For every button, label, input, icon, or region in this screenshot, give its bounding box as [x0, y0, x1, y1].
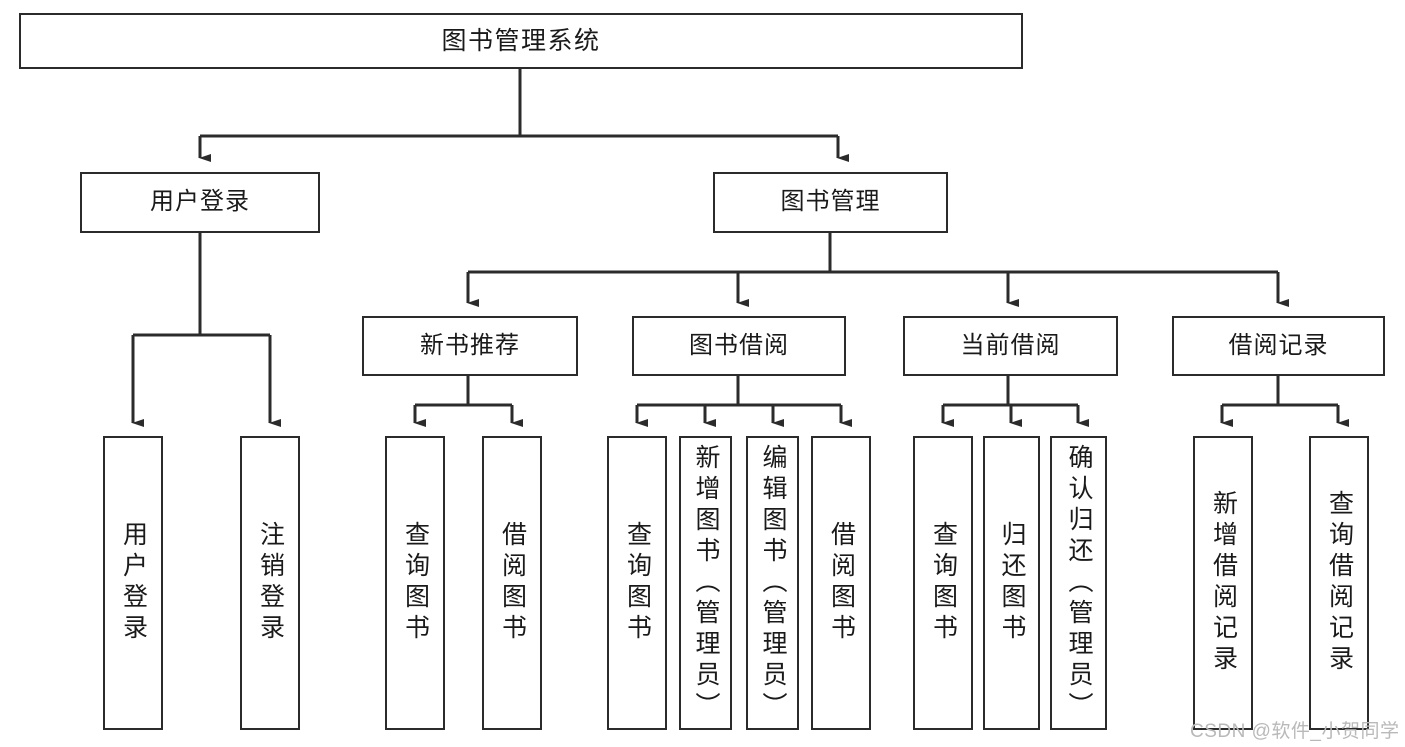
leaf-logout[interactable]: 注销登录 [240, 436, 300, 730]
watermark-text: CSDN @软件_小贺同学 [1190, 721, 1400, 742]
leaf-query-book-borrow-label: 查询图书 [623, 521, 652, 645]
leaf-add-borrow-record-label: 新增借阅记录 [1209, 490, 1238, 676]
node-current-borrow[interactable]: 当前借阅 [903, 316, 1118, 376]
leaf-confirm-return-admin[interactable]: 确认归还（管理员） [1050, 436, 1107, 730]
leaf-return-book[interactable]: 归还图书 [983, 436, 1040, 730]
leaf-borrow-book[interactable]: 借阅图书 [811, 436, 871, 730]
node-borrow-record-label: 借阅记录 [1228, 331, 1329, 359]
node-root-system[interactable]: 图书管理系统 [19, 13, 1023, 69]
leaf-user-login-label: 用户登录 [119, 521, 148, 645]
leaf-borrow-book-recommend-label: 借阅图书 [498, 521, 527, 645]
leaf-edit-book-admin-label: 编辑图书（管理员） [759, 444, 787, 723]
node-book-borrow[interactable]: 图书借阅 [632, 316, 846, 376]
node-root-system-label: 图书管理系统 [441, 27, 601, 55]
leaf-add-book-admin-label: 新增图书（管理员） [692, 444, 720, 723]
leaf-return-book-label: 归还图书 [998, 521, 1026, 645]
leaf-logout-label: 注销登录 [256, 521, 285, 645]
leaf-borrow-book-recommend[interactable]: 借阅图书 [482, 436, 542, 730]
node-user-login[interactable]: 用户登录 [80, 172, 320, 233]
leaf-borrow-book-label: 借阅图书 [827, 521, 856, 645]
leaf-user-login[interactable]: 用户登录 [103, 436, 163, 730]
node-new-book-recommend[interactable]: 新书推荐 [362, 316, 578, 376]
node-book-management-label: 图书管理 [780, 188, 881, 216]
node-new-book-recommend-label: 新书推荐 [420, 331, 520, 359]
node-user-login-label: 用户登录 [150, 188, 250, 216]
node-borrow-record[interactable]: 借阅记录 [1172, 316, 1385, 376]
leaf-query-borrow-record-label: 查询借阅记录 [1325, 490, 1354, 676]
leaf-query-book-recommend[interactable]: 查询图书 [385, 436, 445, 730]
leaf-confirm-return-admin-label: 确认归还（管理员） [1065, 444, 1093, 723]
leaf-query-book-recommend-label: 查询图书 [401, 521, 430, 645]
leaf-add-borrow-record[interactable]: 新增借阅记录 [1193, 436, 1253, 730]
leaf-query-book-borrow[interactable]: 查询图书 [607, 436, 667, 730]
node-book-borrow-label: 图书借阅 [689, 331, 789, 359]
leaf-add-book-admin[interactable]: 新增图书（管理员） [679, 436, 732, 730]
node-current-borrow-label: 当前借阅 [960, 331, 1061, 359]
leaf-query-book-current[interactable]: 查询图书 [913, 436, 973, 730]
leaf-query-borrow-record[interactable]: 查询借阅记录 [1309, 436, 1369, 730]
node-book-management[interactable]: 图书管理 [713, 172, 948, 233]
leaf-query-book-current-label: 查询图书 [929, 521, 958, 645]
leaf-edit-book-admin[interactable]: 编辑图书（管理员） [746, 436, 799, 730]
